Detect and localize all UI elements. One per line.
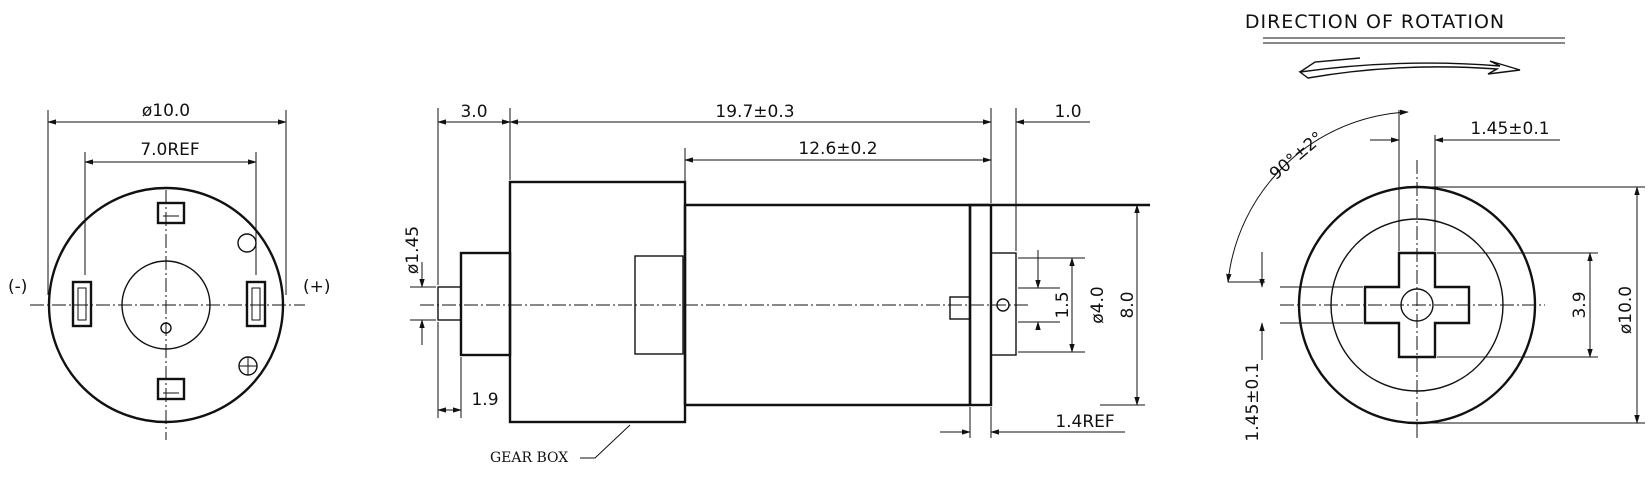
side-view: 3.0 19.7±0.3 12.6±0.2 1.0 ø1.45 1.9 1.4R… xyxy=(403,102,1150,466)
rear-bushing xyxy=(990,252,1017,356)
negative-label: (-) xyxy=(8,277,27,297)
body-length-label: 19.7±0.3 xyxy=(715,102,794,122)
gear-box-housing xyxy=(508,180,687,424)
flat-h-label: 1.45±0.1 xyxy=(1470,119,1549,139)
cross-width-label: 3.9 xyxy=(1570,291,1590,318)
terminal-spacing-label: 7.0REF xyxy=(140,140,199,160)
rear-ref-label: 1.4REF xyxy=(1055,412,1114,432)
positive-label: (+) xyxy=(303,277,331,297)
positive-mark-icon xyxy=(238,356,258,376)
rotation-arrow-icon xyxy=(1298,57,1521,79)
terminal-negative xyxy=(71,280,93,328)
rear-length-label: 1.0 xyxy=(1054,102,1081,122)
motor-length-label: 12.6±0.2 xyxy=(798,139,877,159)
shaft-dia-label: ø1.45 xyxy=(403,226,423,274)
front-dia-label: ø10.0 xyxy=(142,101,190,121)
terminal-end-view: ø10.0 7.0REF (-) (+) xyxy=(8,101,331,440)
flat-v-label: 1.45±0.1 xyxy=(1243,362,1263,441)
alignment-hole xyxy=(237,233,257,253)
bushing-label: 1.5 xyxy=(1053,291,1073,318)
shaft-end-dia-label: ø10.0 xyxy=(1616,286,1636,334)
tab-bottom xyxy=(156,377,186,401)
angle-label: 90°±2° xyxy=(1266,128,1328,184)
output-shaft xyxy=(437,286,462,321)
boss-dia-label: ø4.0 xyxy=(1088,286,1108,323)
terminal-positive xyxy=(245,280,267,328)
shaft-collar xyxy=(459,251,512,357)
shaft-length-label: 1.9 xyxy=(471,390,498,410)
shaft-end-view: 1.45±0.1 1.45±0.1 3.9 ø10.0 90°±2° DIREC… xyxy=(1226,11,1645,442)
end-cap-tab xyxy=(949,296,971,320)
direction-title: DIRECTION OF ROTATION xyxy=(1245,11,1505,33)
cross-shaft xyxy=(1363,251,1471,359)
height-label: 8.0 xyxy=(1118,291,1138,318)
gear-box-label: GEAR BOX xyxy=(490,450,568,466)
tab-top xyxy=(156,201,186,225)
gb-length-label: 3.0 xyxy=(460,102,487,122)
